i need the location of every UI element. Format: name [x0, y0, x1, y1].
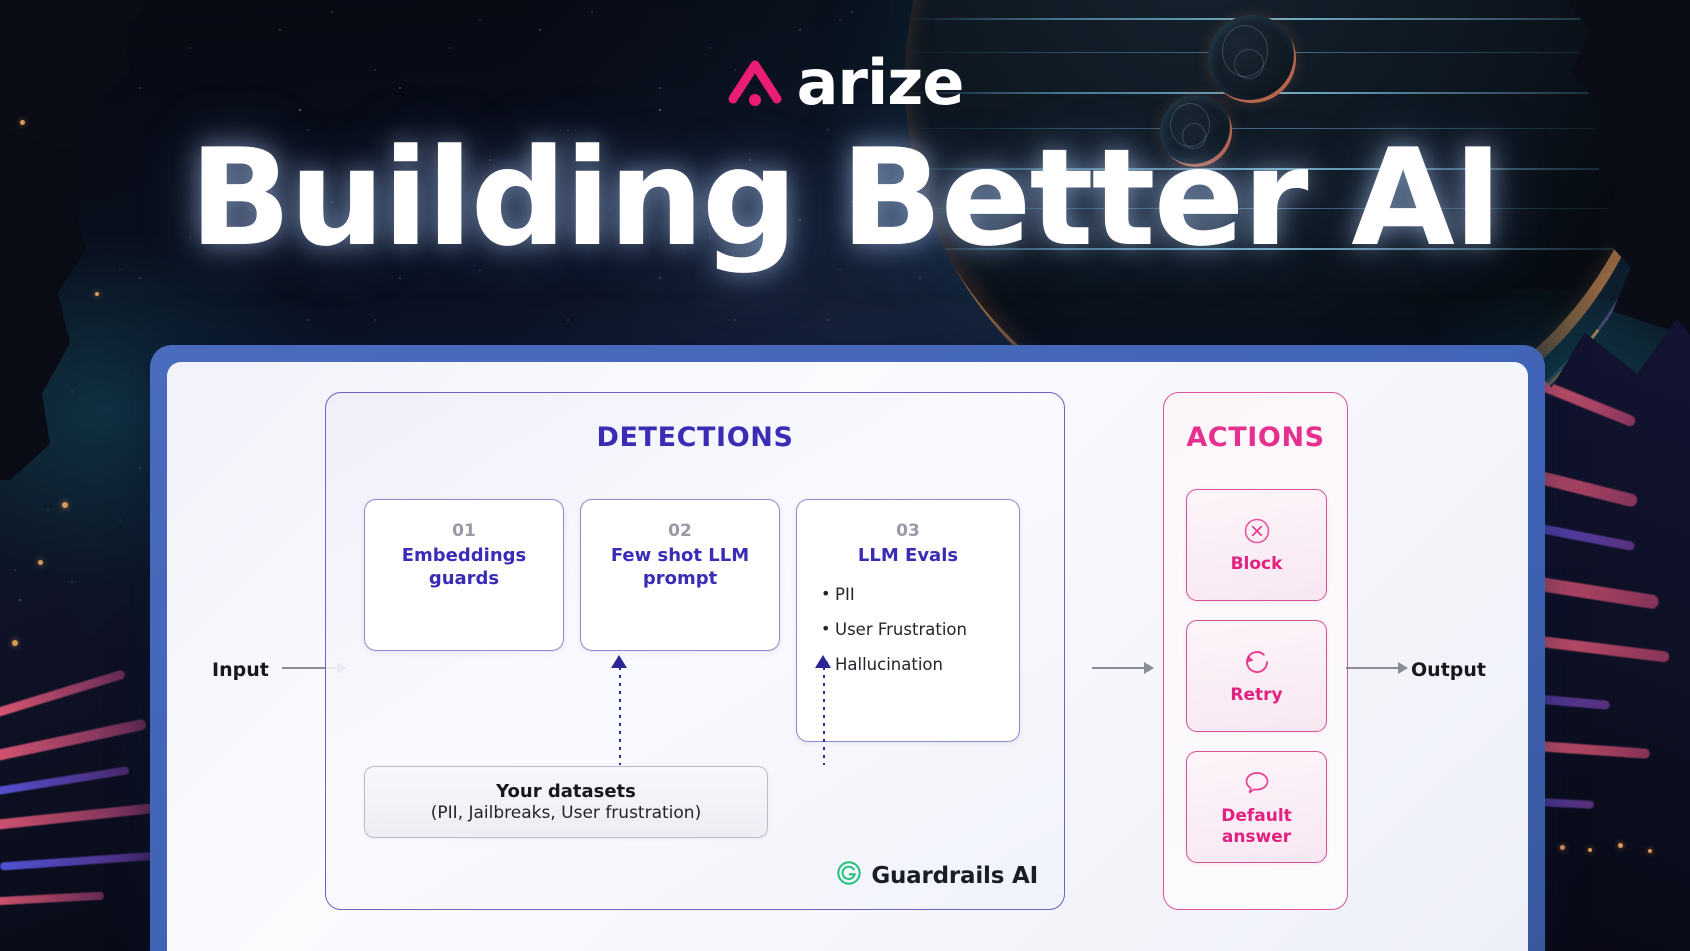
diagram-panel-frame: Input DETECTIONS 01 Embeddings guards 02… — [150, 345, 1545, 951]
datasets-title: Your datasets — [496, 781, 636, 802]
action-card-label: Block — [1230, 554, 1283, 575]
detections-heading: DETECTIONS — [596, 422, 794, 453]
detection-card-llm-evals[interactable]: 03 LLM Evals PII User Frustration Halluc… — [796, 499, 1020, 742]
list-item: User Frustration — [821, 619, 1019, 639]
speech-bubble-icon — [1241, 767, 1273, 799]
moon-upper — [1208, 15, 1296, 103]
arize-wordmark: arize — [796, 46, 965, 119]
detection-card-few-shot-llm-prompt[interactable]: 02 Few shot LLM prompt — [580, 499, 780, 651]
action-card-label: Retry — [1230, 685, 1283, 706]
guardrails-ai-badge: Guardrails AI — [836, 860, 1038, 891]
action-card-retry[interactable]: Retry — [1186, 620, 1327, 732]
action-card-label: Default answer — [1221, 806, 1292, 847]
dataset-connector-line-1 — [619, 667, 621, 765]
actions-section: ACTIONS Block — [1163, 392, 1348, 910]
detection-card-number: 02 — [668, 521, 692, 541]
detection-card-embeddings-guards[interactable]: 01 Embeddings guards — [364, 499, 564, 651]
arrow-detections-to-actions-icon — [1092, 662, 1154, 674]
output-label: Output — [1411, 659, 1486, 681]
guardrails-g-icon — [836, 860, 862, 891]
actions-heading: ACTIONS — [1186, 422, 1325, 453]
detections-section: DETECTIONS 01 Embeddings guards 02 Few s… — [325, 392, 1065, 910]
your-datasets-box[interactable]: Your datasets (PII, Jailbreaks, User fru… — [364, 766, 768, 838]
guardrails-ai-label: Guardrails AI — [871, 862, 1038, 889]
detection-card-number: 03 — [896, 521, 920, 541]
detection-card-name: Embeddings guards — [401, 545, 527, 590]
detection-card-name: LLM Evals — [857, 545, 959, 566]
arize-chevron-logo-icon — [727, 55, 783, 111]
circle-x-icon — [1241, 515, 1273, 547]
arize-logo: arize — [0, 52, 1690, 114]
list-item: Hallucination — [821, 654, 1019, 674]
dataset-connector-line-2 — [823, 667, 825, 765]
detections-card-list: 01 Embeddings guards 02 Few shot LLM pro… — [364, 499, 1020, 742]
arrow-output-icon — [1346, 662, 1408, 674]
actions-card-list: Block Retry — [1186, 489, 1327, 863]
llm-evals-bullet-list: PII User Frustration Hallucination — [821, 584, 1019, 674]
page-title: Building Better AI — [189, 120, 1503, 276]
detection-card-number: 01 — [452, 521, 476, 541]
detection-card-name: Few shot LLM prompt — [610, 545, 750, 590]
list-item: PII — [821, 584, 1019, 604]
input-label: Input — [212, 659, 269, 681]
action-card-block[interactable]: Block — [1186, 489, 1327, 601]
refresh-retry-icon — [1241, 646, 1273, 678]
dataset-arrow-head-1-icon — [611, 655, 627, 668]
moon-lower — [1160, 95, 1232, 167]
dataset-arrow-head-2-icon — [815, 655, 831, 668]
action-card-default-answer[interactable]: Default answer — [1186, 751, 1327, 863]
datasets-subtitle: (PII, Jailbreaks, User frustration) — [430, 803, 702, 823]
diagram-panel: Input DETECTIONS 01 Embeddings guards 02… — [167, 362, 1528, 951]
